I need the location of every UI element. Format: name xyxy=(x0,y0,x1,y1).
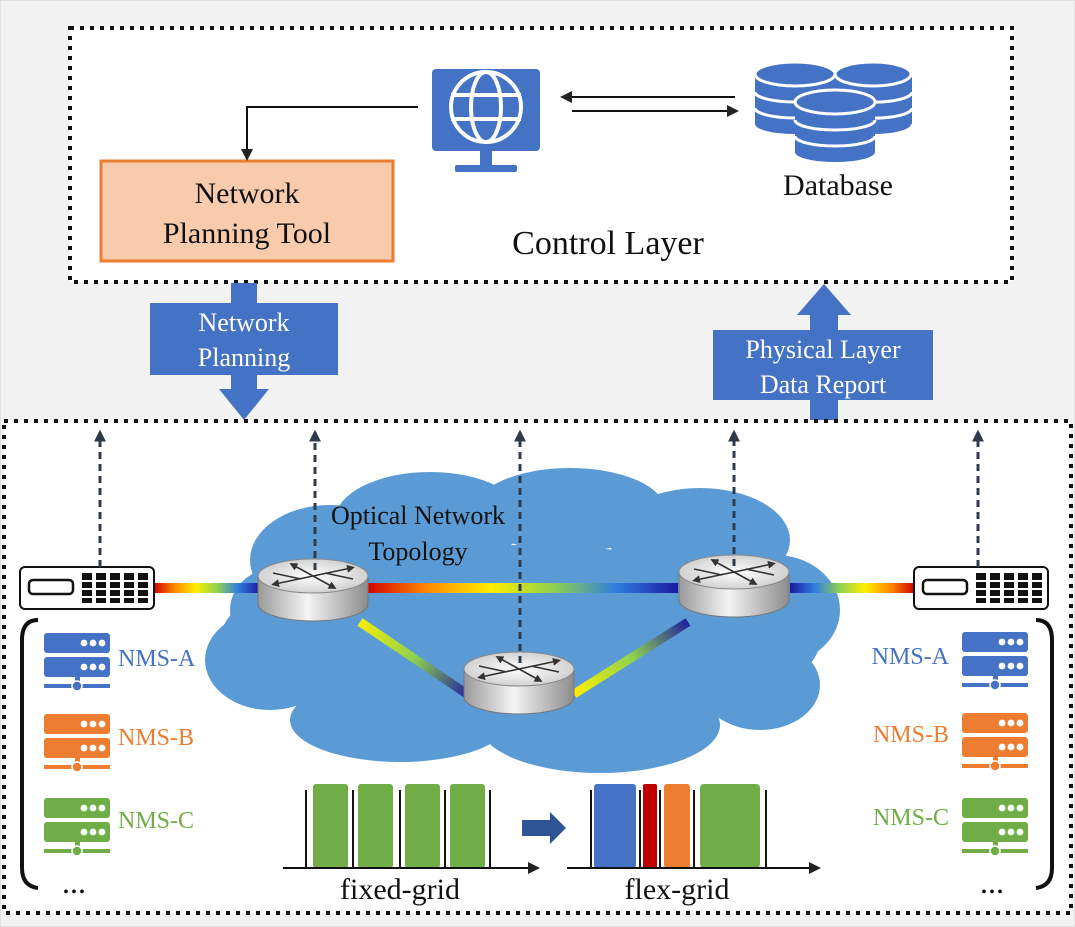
right-more-label: ... xyxy=(980,864,1004,900)
planning-tool-line1: Network xyxy=(195,177,300,210)
fiber-left xyxy=(154,583,259,593)
physical-report-line1: Physical Layer xyxy=(745,335,901,364)
network-planning-line2: Planning xyxy=(198,343,290,372)
fiber-diag-right xyxy=(571,618,691,698)
planning-tool-line2: Planning Tool xyxy=(163,217,331,250)
physical-report-line2: Data Report xyxy=(760,370,887,399)
database-icon[interactable] xyxy=(753,60,914,162)
fixed-grid-label: fixed-grid xyxy=(340,873,460,906)
left-bracket xyxy=(20,618,39,890)
planning-tool-box[interactable] xyxy=(99,159,395,263)
controller-to-tool-arrow xyxy=(241,106,418,161)
control-layer-label: Control Layer xyxy=(512,225,704,262)
topology-label-line1: Optical Network xyxy=(331,501,505,530)
transceiver-left[interactable] xyxy=(18,565,156,611)
nms-a-right-label: NMS-A xyxy=(872,644,950,670)
controller-monitor-icon[interactable] xyxy=(432,69,540,172)
telemetry-arrows xyxy=(94,429,984,663)
physical-report-arrow xyxy=(713,284,933,420)
network-planning-arrow xyxy=(150,283,338,420)
fixed-grid-diagram xyxy=(283,784,540,874)
nms-b-left-label: NMS-B xyxy=(118,725,194,751)
grid-transition-arrow xyxy=(522,812,566,844)
fiber-diag-left xyxy=(357,618,473,700)
nms-c-left-label: NMS-C xyxy=(118,808,194,834)
transceiver-right[interactable] xyxy=(912,565,1050,611)
router-left[interactable] xyxy=(258,559,368,621)
nms-a-left-label: NMS-A xyxy=(118,646,196,672)
database-label: Database xyxy=(783,169,893,202)
fiber-top xyxy=(366,583,678,593)
right-bracket xyxy=(1035,618,1054,890)
flex-grid-diagram xyxy=(567,784,821,874)
topology-label-line2: Topology xyxy=(368,537,467,566)
nms-b-right-label: NMS-B xyxy=(873,722,949,748)
network-planning-line1: Network xyxy=(199,308,290,337)
fiber-right xyxy=(790,583,915,593)
left-more-label: ... xyxy=(62,864,86,900)
flex-grid-label: flex-grid xyxy=(625,873,730,906)
nms-c-right-label: NMS-C xyxy=(873,805,949,831)
